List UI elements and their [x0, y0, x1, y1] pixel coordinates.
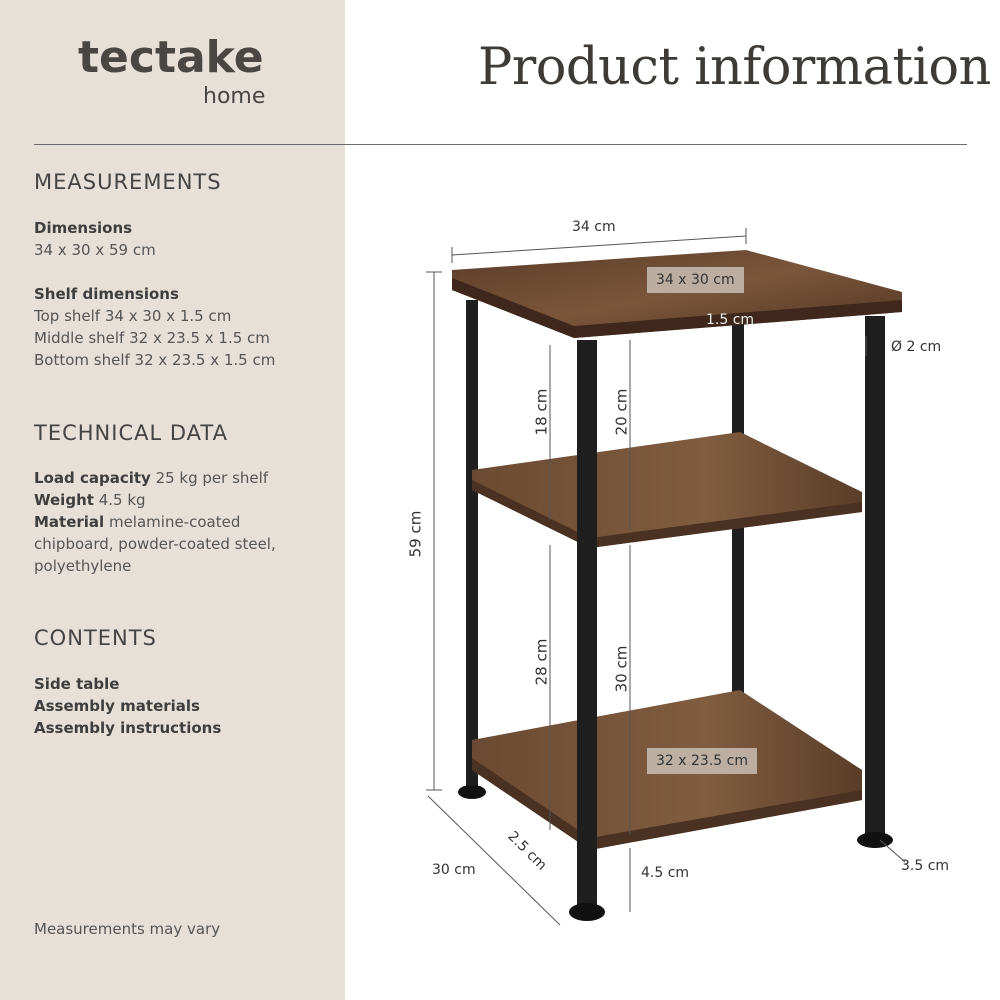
load-label: Load capacity	[34, 469, 151, 487]
back-left-leg	[466, 300, 478, 790]
list-item: Assembly instructions	[34, 719, 222, 737]
top-dimension-tag: 34 x 30 cm	[647, 267, 744, 293]
section-title-technical: TECHNICAL DATA	[34, 421, 228, 445]
depth-line	[427, 795, 561, 926]
foot-offset-label: 3.5 cm	[901, 858, 950, 874]
foot	[857, 832, 893, 848]
brand-logo: tectake	[78, 32, 264, 83]
foot-height-label: 4.5 cm	[641, 865, 690, 881]
section-title-contents: CONTENTS	[34, 626, 157, 650]
front-right-leg	[865, 316, 885, 836]
footnote: Measurements may vary	[34, 920, 221, 938]
list-item: Side table	[34, 675, 120, 693]
width-label: 34 cm	[572, 219, 616, 235]
lower-outer-gap-label: 30 cm	[612, 645, 631, 693]
front-left-leg	[577, 340, 597, 905]
upper-inner-gap-label: 18 cm	[532, 388, 551, 436]
height-label: 59 cm	[406, 510, 425, 558]
material-line3: polyethylene	[34, 557, 132, 575]
technical-block: Load capacity 25 kg per shelf Weight 4.5…	[34, 467, 276, 577]
list-item: Assembly materials	[34, 697, 200, 715]
dimensions-label: Dimensions	[34, 219, 133, 237]
dimensions-block: Dimensions 34 x 30 x 59 cm	[34, 217, 156, 261]
material-line1: melamine-coated	[104, 513, 241, 531]
shelf-dimensions-block: Shelf dimensions Top shelf 34 x 30 x 1.5…	[34, 283, 275, 371]
diameter-label: Ø 2 cm	[891, 339, 942, 355]
dimensions-value: 34 x 30 x 59 cm	[34, 241, 156, 259]
width-line	[451, 235, 747, 256]
load-value: 25 kg per shelf	[150, 469, 269, 487]
section-title-measurements: MEASUREMENTS	[34, 170, 222, 194]
depth-label: 30 cm	[432, 862, 476, 878]
shelf-dimensions-label: Shelf dimensions	[34, 285, 179, 303]
upper-outer-gap-label: 20 cm	[612, 388, 631, 436]
page-title: Product information	[478, 38, 991, 97]
bottom-shelf-value: Bottom shelf 32 x 23.5 x 1.5 cm	[34, 351, 276, 369]
divider	[34, 144, 967, 145]
top-shelf-value: Top shelf 34 x 30 x 1.5 cm	[34, 307, 232, 325]
contents-list: Side table Assembly materials Assembly i…	[34, 673, 221, 739]
foot	[458, 785, 486, 799]
bottom-dimension-tag: 32 x 23.5 cm	[647, 748, 757, 774]
weight-label: Weight	[34, 491, 94, 509]
lower-inner-gap-label: 28 cm	[532, 638, 551, 686]
material-label: Material	[34, 513, 105, 531]
material-line2: chipboard, powder-coated steel,	[34, 535, 276, 553]
middle-shelf-value: Middle shelf 32 x 23.5 x 1.5 cm	[34, 329, 270, 347]
foot	[569, 903, 605, 921]
weight-value: 4.5 kg	[93, 491, 146, 509]
sidebar-panel	[0, 0, 345, 1000]
brand-sub: home	[203, 84, 266, 109]
thickness-label: 1.5 cm	[706, 312, 755, 328]
